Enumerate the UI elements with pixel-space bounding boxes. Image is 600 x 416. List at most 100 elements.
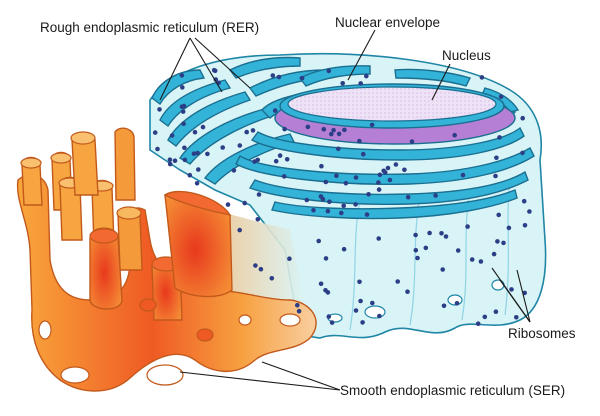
ribosome-dot xyxy=(370,300,375,306)
ribosome-dot xyxy=(469,257,475,262)
leader-rer-3 xyxy=(194,37,251,89)
ribosome-dot xyxy=(497,135,502,140)
ribosome-dot xyxy=(327,199,332,204)
leader-lines xyxy=(159,29,531,391)
ribosome-dot xyxy=(276,74,282,80)
ribosome-dot xyxy=(413,248,419,253)
ribosome-dot xyxy=(231,168,237,173)
ribosome-dot xyxy=(357,279,362,285)
ribosome-dot xyxy=(465,224,470,229)
ribosome-dot xyxy=(220,145,225,150)
ribosome-dot xyxy=(353,202,358,207)
ribosome-dot xyxy=(415,255,420,261)
rer-cisternae xyxy=(151,56,535,220)
ribosome-dot xyxy=(413,232,418,238)
ribosome-dot xyxy=(200,124,206,130)
ribosome-dot xyxy=(326,68,332,74)
ribosome-dot xyxy=(364,73,369,79)
ribosome-dot xyxy=(244,129,249,135)
ribosome-dot xyxy=(377,172,383,178)
ribosome-dot xyxy=(270,73,276,78)
ribosome-dot xyxy=(340,81,346,86)
leader-nucleus xyxy=(431,63,451,101)
leader-ser-2 xyxy=(261,361,341,391)
ribosome-dot xyxy=(501,240,506,246)
ribosome-dot xyxy=(339,210,344,216)
ribosome-dot xyxy=(440,267,446,272)
ribosome-dot xyxy=(237,227,242,233)
label-ribosomes: Ribosomes xyxy=(508,326,576,341)
ribosome-dot xyxy=(287,256,292,262)
ribosome-dot xyxy=(405,194,411,200)
ribosome-dot xyxy=(284,157,290,162)
ribosome-dot xyxy=(336,131,342,137)
ribosome-dot xyxy=(360,320,365,325)
ribosome-dot xyxy=(273,158,279,164)
ribosome-dot xyxy=(325,208,331,214)
ribosome-dot xyxy=(323,179,329,185)
leader-ribosome-2 xyxy=(499,279,531,323)
ribosome-dot xyxy=(491,251,497,257)
ribosome-dot xyxy=(323,256,329,261)
ribosome-dot xyxy=(179,73,185,78)
ribosome-dot xyxy=(381,168,387,174)
ribosome-dot xyxy=(358,81,364,86)
leader-rer-1 xyxy=(159,37,191,101)
ribosome-dot xyxy=(527,209,532,214)
ribosome-dot xyxy=(282,126,287,132)
ribosome-dot xyxy=(341,246,347,252)
ribosome-dot xyxy=(376,236,382,241)
ribosome-dot xyxy=(494,155,499,161)
ribosome-dot xyxy=(255,217,261,222)
ribosome-dot xyxy=(343,180,349,186)
ribosome-dot xyxy=(172,158,178,163)
ribosome-dot xyxy=(191,151,197,156)
ribosome-dot xyxy=(460,172,466,178)
label-ser: Smooth endoplasmic reticulum (SER) xyxy=(340,383,565,398)
ribosome-dot xyxy=(353,175,359,180)
ribosome-dot xyxy=(520,115,525,121)
ribosome-dot xyxy=(205,151,210,157)
ribosome-dot xyxy=(237,143,243,148)
ribosome-dot xyxy=(369,122,375,128)
ribosome-dot xyxy=(366,192,371,197)
ribosome-dot xyxy=(318,281,324,287)
ribosome-dot xyxy=(255,157,260,163)
ribosome-dot xyxy=(295,302,300,308)
ribosome-dot xyxy=(331,127,336,133)
ribosome-dot xyxy=(402,167,407,173)
ribosome-dot xyxy=(196,167,201,172)
ribosome-dot xyxy=(452,132,458,138)
ribosome-dot xyxy=(376,180,381,185)
ribosome-dot xyxy=(179,104,185,109)
ribosome-dot xyxy=(441,303,447,309)
ribosome-dot xyxy=(311,208,316,213)
ribosome-dot xyxy=(187,172,193,178)
ribosome-dot xyxy=(385,165,391,171)
ribosome-dot xyxy=(225,202,231,207)
ribosome-dot xyxy=(272,108,278,113)
leader-nuclear-envelope xyxy=(347,29,376,81)
ribosome-dot xyxy=(443,234,449,239)
ribosome-dot xyxy=(475,321,481,327)
ribosome-dot xyxy=(296,308,302,314)
ribosome-dot xyxy=(423,245,429,251)
ribosome-dot xyxy=(167,157,173,162)
ribosome-dot xyxy=(256,192,262,197)
leader-ribosome-3 xyxy=(516,269,531,323)
label-nuclear-envelope: Nuclear envelope xyxy=(335,15,440,30)
ribosome-dot xyxy=(258,266,264,272)
ribosome-dot xyxy=(169,133,175,138)
ribosome-dot xyxy=(479,75,485,80)
ribosome-dot xyxy=(454,301,460,306)
ribosome-dot xyxy=(520,150,525,156)
ribosome-dot xyxy=(326,314,332,319)
ribosome-dot xyxy=(361,151,366,157)
ribosome-dot xyxy=(427,230,432,236)
ribosome-dot xyxy=(316,238,322,244)
ribosome-dot xyxy=(305,124,311,130)
ribosome-dot xyxy=(405,289,410,295)
ribosome-dot xyxy=(157,107,162,112)
ribosome-dot xyxy=(514,315,519,320)
